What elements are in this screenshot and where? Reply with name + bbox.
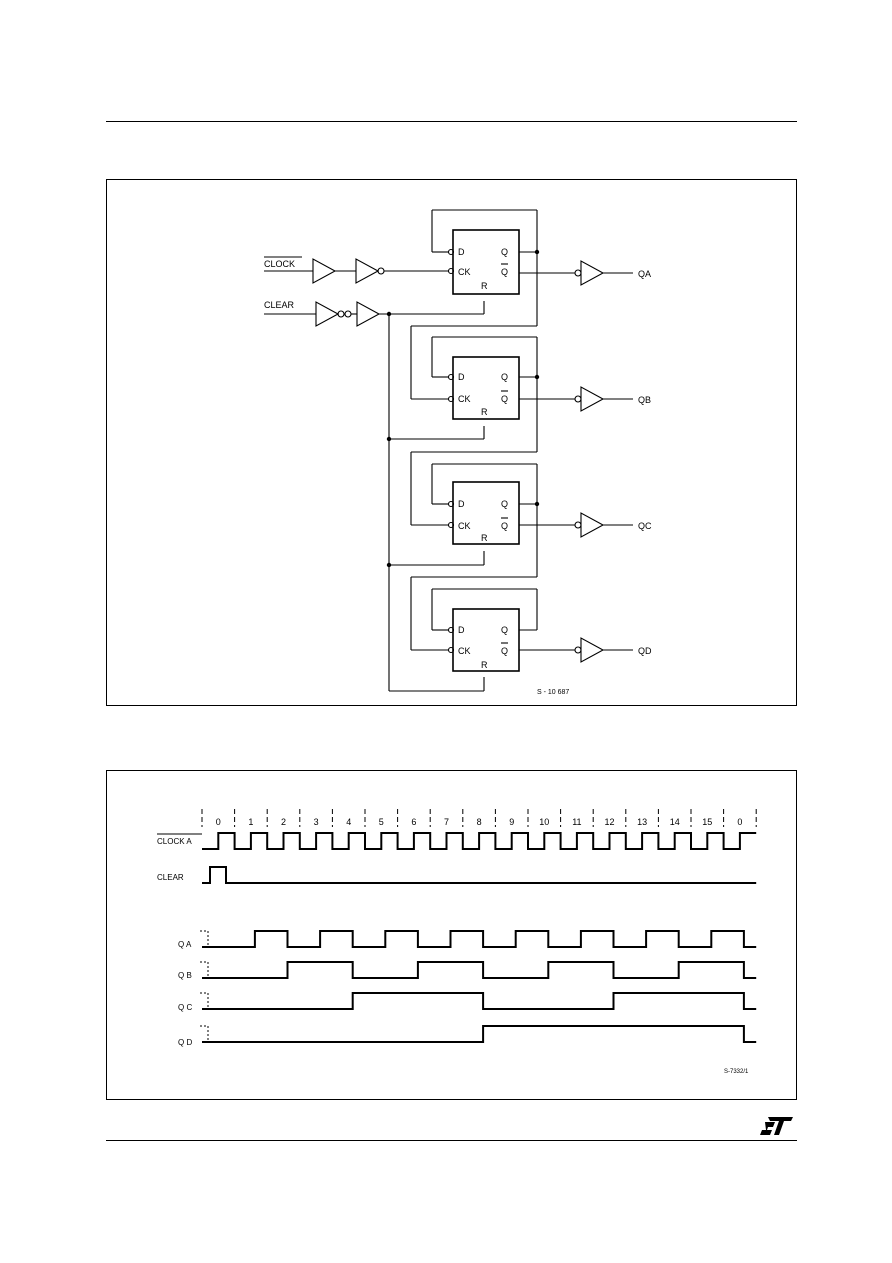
tick-label: 12	[604, 817, 614, 827]
tick-label: 13	[637, 817, 647, 827]
output-label-qa: QA	[638, 269, 651, 279]
clock-input-label: CLOCK	[264, 259, 295, 269]
signal-label-qc: Q C	[178, 1003, 192, 1012]
qa-waveform	[202, 930, 757, 948]
svg-text:D: D	[458, 499, 465, 509]
tick-label: 3	[314, 817, 319, 827]
tick-label: 2	[281, 817, 286, 827]
tick-label: 6	[411, 817, 416, 827]
signal-label-clear: CLEAR	[157, 873, 184, 882]
tick-label: 1	[248, 817, 253, 827]
clear-waveform	[202, 866, 757, 884]
signal-label-clock: CLOCK A	[157, 837, 192, 846]
svg-text:Q: Q	[501, 646, 508, 656]
initial-state-marker	[200, 992, 209, 1009]
svg-text:D: D	[458, 247, 465, 257]
svg-text:Q: Q	[501, 247, 508, 257]
schematic-ref: S - 10 687	[537, 689, 569, 696]
tick-label: 9	[509, 817, 514, 827]
initial-state-marker	[200, 961, 209, 978]
tick-label: 7	[444, 817, 449, 827]
flip-flop-b: D CK Q Q R	[447, 356, 520, 420]
svg-text:Q: Q	[501, 267, 508, 277]
footer-rule	[106, 1140, 797, 1141]
tick-label: 15	[702, 817, 712, 827]
schematic-panel: CLOCK CLEAR D CK Q Q R Q	[106, 179, 797, 706]
signal-label-qb: Q B	[178, 971, 192, 980]
tick-label: 5	[379, 817, 384, 827]
initial-state-marker	[200, 930, 209, 947]
output-label-qd: QD	[638, 646, 652, 656]
flip-flop-c: D CK Q Q R	[447, 481, 520, 545]
initial-state-marker	[200, 1025, 209, 1042]
output-label-qb: QB	[638, 395, 651, 405]
output-buffer-a	[580, 260, 605, 286]
tick-label: 0	[216, 817, 221, 827]
tick-label: 14	[670, 817, 680, 827]
output-buffer-c	[580, 512, 605, 538]
svg-text:D: D	[458, 625, 465, 635]
clock-inverter	[355, 258, 380, 284]
svg-text:R: R	[481, 281, 488, 291]
signal-label-qd: Q D	[178, 1038, 192, 1047]
tick-label: 11	[572, 817, 581, 827]
svg-text:CK: CK	[458, 646, 471, 656]
tick-label: 8	[477, 817, 482, 827]
tick-label: 10	[539, 817, 549, 827]
clear-inverter	[315, 301, 340, 327]
qb-waveform	[202, 961, 757, 979]
svg-text:CK: CK	[458, 267, 471, 277]
svg-text:CK: CK	[458, 394, 471, 404]
svg-text:Q: Q	[501, 394, 508, 404]
flip-flop-d: D CK Q Q R	[447, 608, 520, 672]
svg-text:R: R	[481, 660, 488, 670]
tick-label: 0	[737, 817, 742, 827]
svg-text:R: R	[481, 533, 488, 543]
output-buffer-b	[580, 386, 605, 412]
qd-waveform	[202, 1025, 757, 1043]
output-buffer-d	[580, 637, 605, 663]
timing-ref: S-7332/1	[724, 1069, 749, 1075]
output-label-qc: QC	[638, 521, 652, 531]
svg-text:CK: CK	[458, 521, 471, 531]
counter-schematic: CLOCK CLEAR D CK Q Q R Q	[264, 209, 652, 696]
tick-label: 4	[346, 817, 351, 827]
svg-text:D: D	[458, 372, 465, 382]
svg-text:Q: Q	[501, 521, 508, 531]
svg-text:Q: Q	[501, 372, 508, 382]
clock-waveform	[202, 832, 757, 850]
flip-flop-a: D CK Q Q R	[447, 229, 520, 295]
clear-buffer	[356, 301, 381, 327]
header-rule	[106, 121, 797, 122]
clear-input-label: CLEAR	[264, 300, 295, 310]
clock-buffer-1	[312, 258, 337, 284]
svg-text:R: R	[481, 407, 488, 417]
waveforms	[200, 832, 757, 1043]
qc-waveform	[202, 992, 757, 1010]
svg-text:Q: Q	[501, 499, 508, 509]
signal-label-qa: Q A	[178, 940, 192, 949]
st-logo	[760, 1117, 793, 1135]
svg-text:Q: Q	[501, 625, 508, 635]
